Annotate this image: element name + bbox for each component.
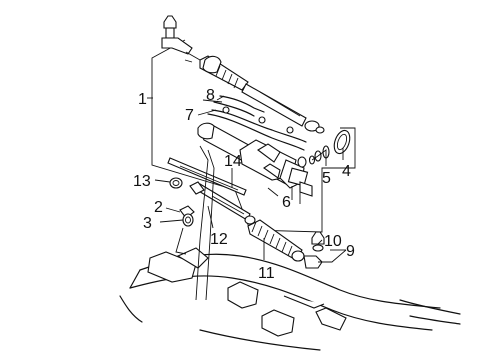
lower-tie-rod-end bbox=[303, 231, 325, 269]
main-gear-housing bbox=[197, 122, 313, 204]
callout-3: 3 bbox=[143, 215, 152, 232]
leader-lines bbox=[147, 95, 347, 301]
callout-4: 4 bbox=[342, 163, 351, 180]
callout-2: 2 bbox=[154, 199, 163, 216]
right-seals bbox=[297, 129, 351, 168]
callout-5: 5 bbox=[322, 170, 331, 187]
left-small-parts bbox=[169, 177, 195, 227]
upper-tie-rod-end bbox=[161, 15, 201, 61]
vehicle-crossmember bbox=[119, 247, 461, 351]
callout-1: 1 bbox=[138, 91, 147, 108]
callout-14: 14 bbox=[224, 153, 242, 170]
callout-7: 7 bbox=[185, 107, 194, 124]
callout-labels: 1 2 3 4 5 6 7 8 9 10 11 12 13 14 bbox=[133, 87, 355, 282]
upper-boot bbox=[199, 55, 249, 91]
callout-9: 9 bbox=[346, 243, 355, 260]
hose-lines bbox=[207, 95, 307, 151]
assembly-bracket-outline bbox=[151, 39, 356, 233]
callout-6: 6 bbox=[282, 194, 291, 211]
lower-boot bbox=[247, 219, 305, 262]
callout-8: 8 bbox=[206, 87, 215, 104]
callout-10: 10 bbox=[324, 233, 342, 250]
callout-11: 11 bbox=[258, 265, 275, 282]
lower-rack-shafts bbox=[167, 157, 256, 225]
callout-12: 12 bbox=[210, 231, 228, 248]
upper-rack-tube bbox=[241, 83, 325, 134]
callout-13: 13 bbox=[133, 173, 151, 190]
